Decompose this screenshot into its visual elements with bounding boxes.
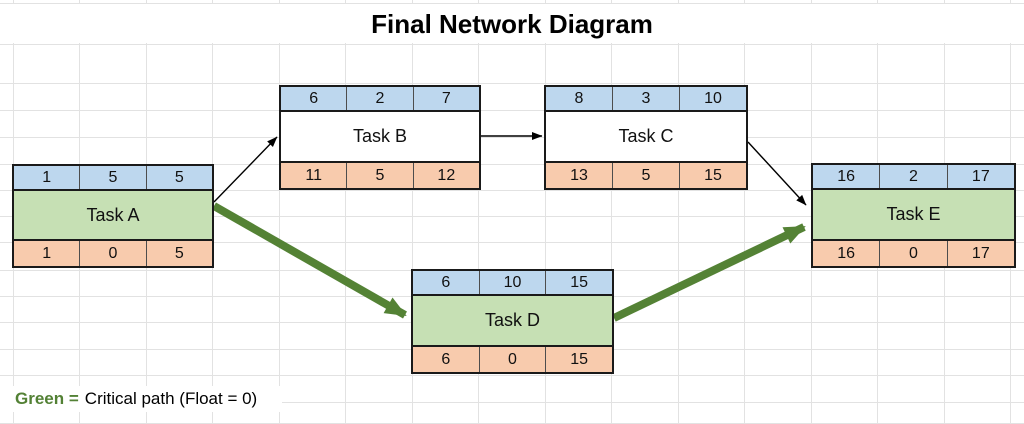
gridline	[0, 83, 1024, 84]
gridline	[0, 164, 1024, 165]
arrow-a-to-b	[213, 136, 278, 203]
duration-cell: 3	[613, 87, 680, 110]
ls-cell: 1	[14, 241, 81, 266]
arrow-a-to-d-critical	[212, 202, 407, 319]
duration-cell: 2	[347, 87, 414, 110]
ls-cell: 13	[546, 163, 613, 188]
float-cell: 5	[347, 163, 414, 188]
lf-cell: 12	[437, 166, 456, 184]
gridline	[545, 0, 546, 424]
gridline	[279, 0, 280, 424]
early-row: 6 2 7	[281, 87, 479, 112]
duration-cell: 5	[80, 166, 147, 189]
es-cell: 6	[281, 87, 348, 110]
early-row: 8 3 10	[546, 87, 746, 112]
early-row: 1 5 5	[14, 166, 212, 191]
legend-text: Critical path (Float = 0)	[84, 389, 258, 408]
lf-cell: 15	[704, 166, 722, 184]
ls-cell: 11	[281, 163, 348, 188]
float-cell: 5	[613, 163, 680, 188]
gridline	[744, 0, 745, 424]
task-node-b: 6 2 7 Task B 11 5 12	[279, 85, 481, 190]
float-cell: 0	[880, 241, 948, 266]
task-name: Task E	[813, 190, 1014, 239]
gridline	[0, 375, 1024, 376]
gridline	[0, 110, 1024, 111]
ls-cell: 16	[813, 241, 881, 266]
late-row: 11 5 12	[281, 161, 479, 188]
gridline	[0, 137, 1024, 138]
gridline	[345, 0, 346, 424]
gridline	[611, 0, 612, 424]
gridline	[0, 3, 1024, 4]
duration-cell: 2	[880, 165, 948, 188]
late-row: 16 0 17	[813, 239, 1014, 266]
lf-cell: 5	[174, 244, 184, 262]
late-row: 1 0 5	[14, 239, 212, 266]
ls-cell: 6	[413, 347, 480, 372]
late-row: 6 0 15	[413, 345, 612, 372]
task-name: Task D	[413, 296, 612, 345]
es-cell: 1	[14, 166, 81, 189]
ef-cell: 5	[174, 168, 184, 186]
early-row: 6 10 15	[413, 271, 612, 296]
float-cell: 0	[80, 241, 147, 266]
duration-cell: 10	[480, 271, 547, 294]
ef-cell: 17	[971, 167, 990, 185]
legend: Green = Critical path (Float = 0)	[15, 389, 257, 409]
arrow-c-to-e	[747, 141, 807, 206]
es-cell: 8	[546, 87, 613, 110]
early-row: 16 2 17	[813, 165, 1014, 190]
gridline	[0, 190, 1024, 191]
ef-cell: 10	[704, 89, 722, 107]
late-row: 13 5 15	[546, 161, 746, 188]
es-cell: 6	[413, 271, 480, 294]
gridline	[0, 216, 1024, 217]
legend-background-band	[0, 386, 282, 412]
ef-cell: 15	[570, 273, 589, 291]
task-node-a: 1 5 5 Task A 1 0 5	[12, 164, 214, 268]
gridline	[678, 0, 679, 424]
task-node-d: 6 10 15 Task D 6 0 15	[411, 269, 614, 374]
task-node-c: 8 3 10 Task C 13 5 15	[544, 85, 748, 190]
diagram-title: Final Network Diagram	[371, 9, 653, 39]
es-cell: 16	[813, 165, 881, 188]
lf-cell: 17	[971, 244, 990, 262]
task-name: Task B	[281, 112, 479, 161]
task-node-e: 16 2 17 Task E 16 0 17	[811, 163, 1016, 268]
gridline	[0, 402, 1024, 403]
float-cell: 0	[480, 347, 547, 372]
gridline	[0, 44, 1024, 45]
gridline	[478, 0, 479, 424]
legend-green-label: Green =	[15, 389, 79, 408]
lf-cell: 15	[570, 350, 589, 368]
gridline	[412, 0, 413, 424]
arrow-d-to-e-critical	[612, 223, 806, 322]
task-name: Task C	[546, 112, 746, 161]
ef-cell: 7	[441, 89, 451, 107]
gridline	[0, 242, 1024, 243]
task-name: Task A	[14, 191, 212, 239]
title-background-band	[0, 4, 1024, 43]
